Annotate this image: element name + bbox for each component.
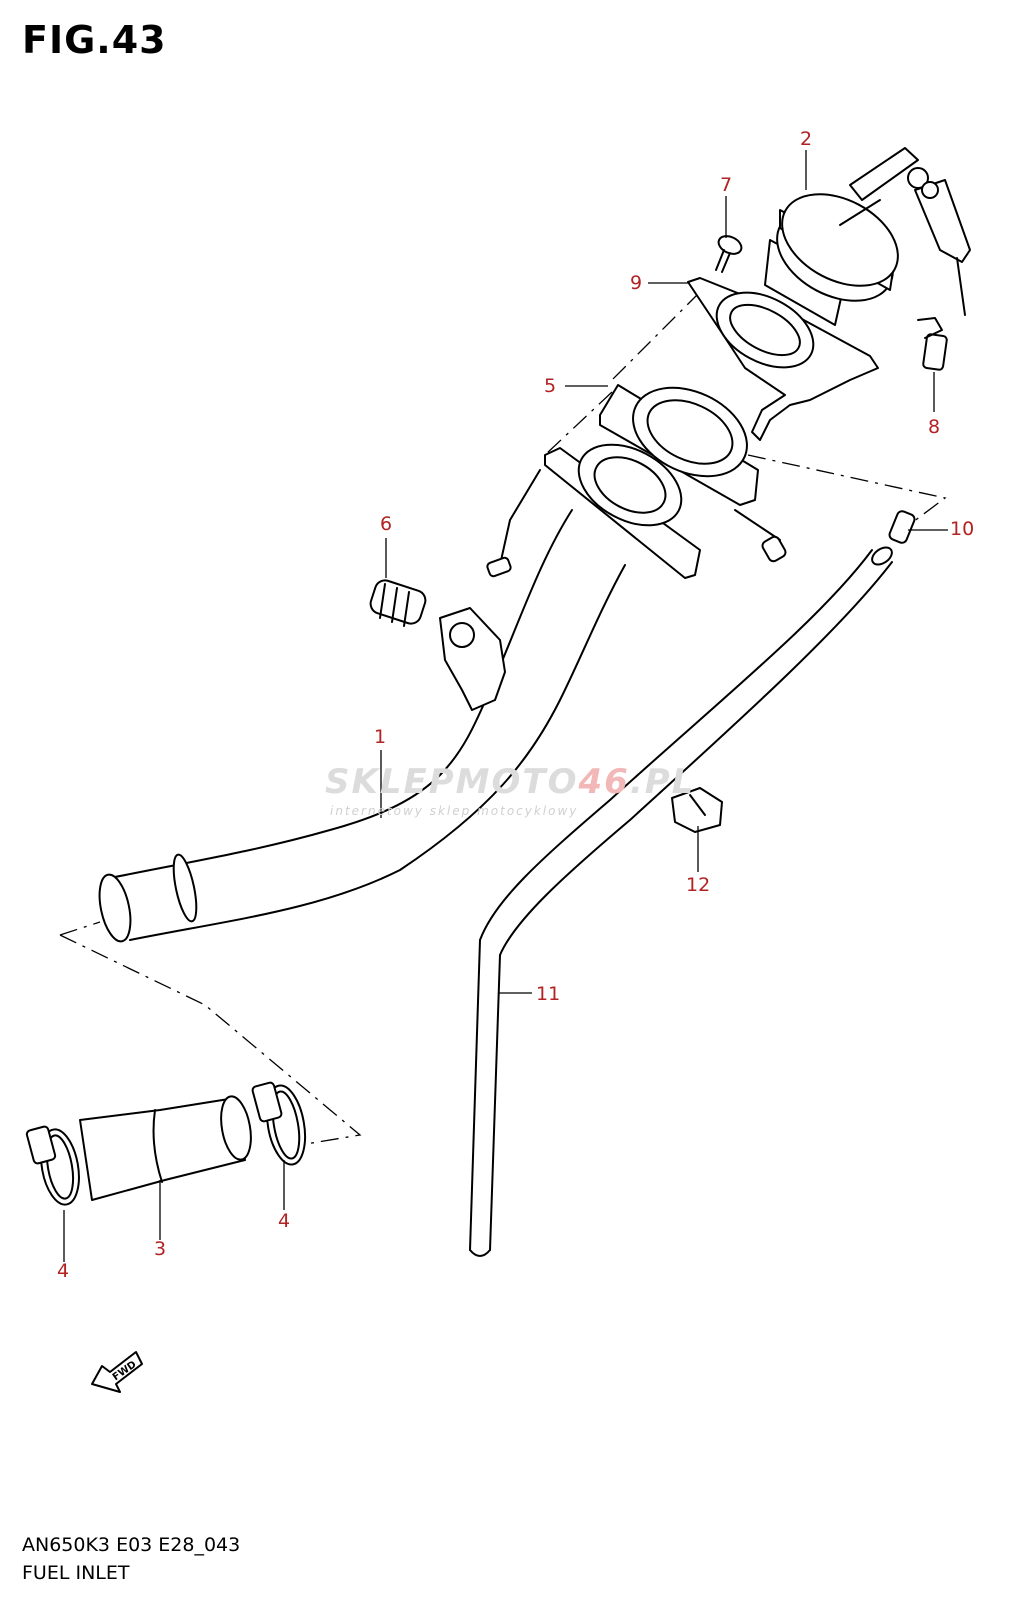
part-10-fitting — [888, 510, 916, 544]
callout-4-right: 4 — [278, 1210, 291, 1232]
watermark-brand-part2: 46 — [578, 762, 630, 802]
part-6-cushion — [369, 579, 427, 627]
watermark-brand-part3: .PL — [629, 762, 696, 802]
part-5-flange-gasket — [544, 384, 759, 579]
part-8-clip — [917, 317, 948, 371]
callout-1: 1 — [374, 726, 387, 748]
part-7-screw — [715, 235, 743, 273]
figure-title: FIG.43 — [22, 18, 167, 62]
watermark-brand-part1: SKLEPMOTO — [325, 762, 579, 802]
callout-4-left: 4 — [57, 1260, 70, 1282]
callout-2: 2 — [800, 128, 813, 150]
callout-3: 3 — [154, 1238, 167, 1260]
part-11-breather-hose — [469, 546, 893, 1257]
pipe-holder-bracket — [439, 607, 506, 711]
model-code: AN650K3 E03 E28_043 — [22, 1534, 241, 1556]
callout-12: 12 — [686, 874, 711, 896]
part-3-joint-hose — [79, 1095, 252, 1201]
callout-10: 10 — [950, 518, 975, 540]
part-4-clamp-right — [251, 1081, 307, 1166]
callout-5: 5 — [544, 375, 557, 397]
callout-7: 7 — [720, 174, 733, 196]
callout-11: 11 — [536, 983, 561, 1005]
watermark-brand: SKLEPMOTO46.PL — [325, 762, 695, 802]
part-4-clamp-left — [25, 1125, 80, 1206]
fwd-arrow-icon: FWD — [91, 1351, 143, 1393]
assembly-guide-lines — [59, 291, 947, 1146]
callout-6: 6 — [380, 513, 393, 535]
callout-8: 8 — [928, 416, 941, 438]
part-1-inlet-pipe — [98, 469, 787, 943]
watermark-tagline: internetowy sklep motocyklowy — [330, 804, 579, 818]
callout-leader-lines — [63, 150, 948, 1262]
callout-9: 9 — [630, 272, 643, 294]
part-12-hose-clip — [671, 787, 723, 833]
part-9-bracket — [687, 277, 879, 441]
section-name: FUEL INLET — [22, 1562, 130, 1584]
part-2-fuel-cap — [764, 147, 971, 326]
